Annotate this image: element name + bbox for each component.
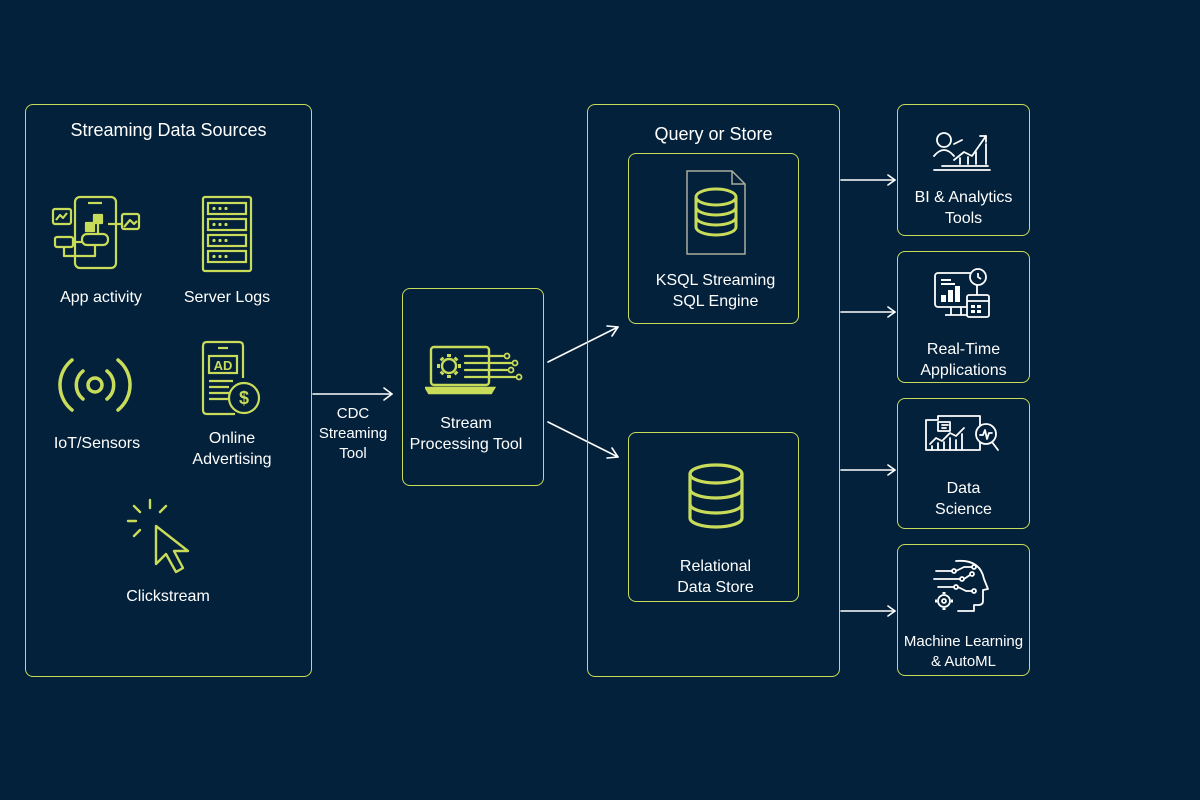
output-bi-analytics bbox=[897, 104, 1030, 236]
dashboard-calendar-icon bbox=[934, 268, 990, 318]
ksql-engine-box bbox=[628, 153, 799, 324]
arrow-to-datascience bbox=[840, 464, 896, 476]
query-store-title: Query or Store bbox=[654, 124, 773, 144]
laptop-gear-icon bbox=[425, 345, 523, 395]
output-real-time bbox=[897, 251, 1030, 383]
data-science-icon bbox=[925, 415, 999, 451]
query-store-panel bbox=[587, 104, 840, 677]
relational-store-box bbox=[628, 432, 799, 602]
arrow-processing-to-ksql bbox=[547, 325, 619, 363]
output-real-time-label: Real-Time Applications bbox=[920, 341, 1007, 379]
streaming-sources-panel bbox=[25, 104, 312, 677]
source-label-clickstream: Clickstream bbox=[126, 588, 210, 605]
mobile-app-icon bbox=[51, 195, 141, 270]
output-bi-label: BI & Analytics Tools bbox=[914, 189, 1013, 227]
output-data-science-label: Data Science bbox=[935, 480, 992, 518]
svg-text:$: $ bbox=[239, 388, 249, 408]
database-icon bbox=[688, 463, 744, 529]
ai-head-icon bbox=[933, 559, 989, 612]
arrow-sources-to-processing bbox=[312, 387, 393, 401]
cdc-streaming-tool-label: CDC Streaming Tool bbox=[318, 405, 388, 462]
server-rack-icon bbox=[201, 195, 253, 273]
ad-phone-icon: AD $ bbox=[201, 340, 261, 416]
source-label-server-logs: Server Logs bbox=[183, 289, 271, 306]
stream-processing-panel bbox=[402, 288, 544, 486]
arrow-to-realtime bbox=[840, 306, 896, 318]
source-label-app-activity: App activity bbox=[60, 289, 142, 306]
svg-text:AD: AD bbox=[214, 358, 233, 373]
source-label-online-advertising: Online Advertising bbox=[192, 430, 272, 468]
database-document-icon bbox=[686, 170, 746, 255]
streaming-sources-title: Streaming Data Sources bbox=[70, 120, 267, 140]
source-label-iot-sensors: IoT/Sensors bbox=[53, 435, 141, 452]
broadcast-sensor-icon bbox=[58, 358, 132, 412]
arrow-processing-to-relational bbox=[547, 421, 619, 459]
relational-store-label: Relational Data Store bbox=[677, 558, 754, 596]
output-data-science bbox=[897, 398, 1030, 529]
analytics-chart-icon bbox=[933, 132, 991, 171]
output-machine-learning bbox=[897, 544, 1030, 676]
arrow-to-bi bbox=[840, 174, 896, 186]
output-ml-label: Machine Learning & AutoML bbox=[903, 633, 1024, 670]
stream-processing-label: Stream Processing Tool bbox=[409, 415, 523, 453]
ksql-engine-label: KSQL Streaming SQL Engine bbox=[655, 272, 776, 310]
arrow-to-ml bbox=[840, 605, 896, 617]
cursor-click-icon bbox=[126, 498, 190, 574]
